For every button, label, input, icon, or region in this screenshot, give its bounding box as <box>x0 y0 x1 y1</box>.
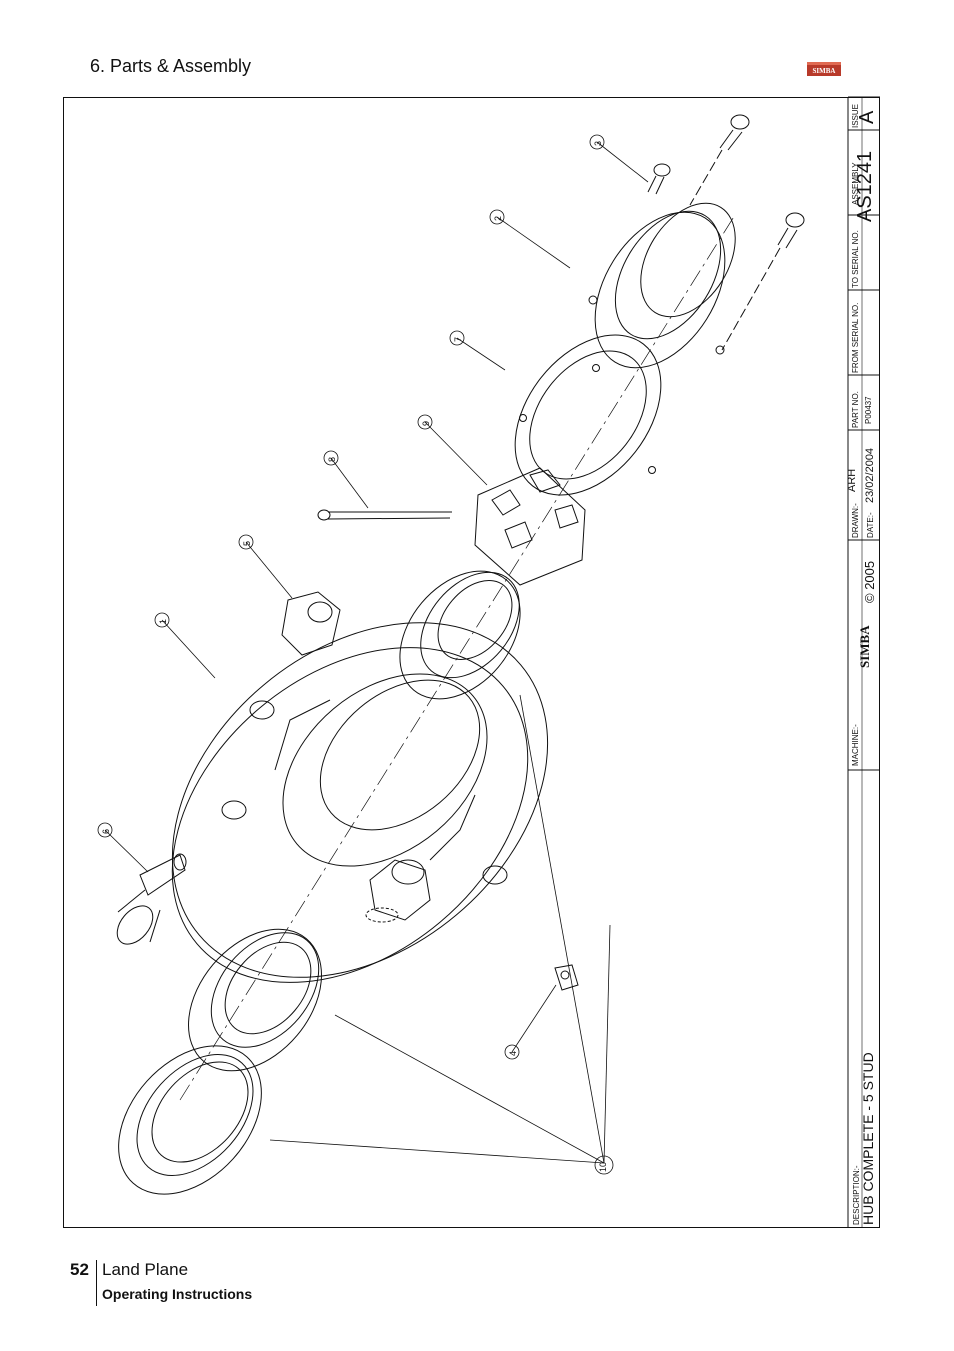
product-name: Land Plane <box>102 1260 189 1279</box>
drawn-label: DRAWN:- <box>851 503 860 538</box>
callout-8: 8 <box>327 456 337 462</box>
date: 23/02/2004 <box>864 447 876 503</box>
copyright: © 2005 <box>862 560 877 603</box>
grease-nipple <box>554 964 579 991</box>
callout-1: 1 <box>158 618 168 624</box>
wheel-stud <box>116 853 187 945</box>
callout-2: 2 <box>493 215 503 221</box>
callout-9: 9 <box>421 420 431 426</box>
split-pin <box>317 509 452 521</box>
drawing-frame <box>63 97 880 1228</box>
stud-fitting <box>365 859 431 923</box>
brand: SIMBA <box>857 625 872 668</box>
bolt-top <box>689 114 750 206</box>
callout-6: 6 <box>101 828 111 834</box>
part-no: P00437 <box>864 396 873 424</box>
gasket <box>514 334 662 496</box>
machine-label: MACHINE:- <box>851 724 860 766</box>
callout-circles <box>97 134 614 1175</box>
seal <box>118 1045 262 1195</box>
simba-logo: SIMBA <box>807 62 841 76</box>
title-block-lines <box>847 96 880 1228</box>
assembly-number: AS1241 <box>854 150 876 222</box>
footer-divider <box>96 1260 97 1306</box>
drawn-by: ARH <box>846 468 858 492</box>
leader-lines <box>104 141 649 1164</box>
hub-cap <box>588 202 736 369</box>
callout-5: 5 <box>242 540 252 546</box>
description: HUB COMPLETE - 5 STUD <box>860 1052 876 1225</box>
hub-flange <box>171 622 549 983</box>
callout-3: 3 <box>593 140 603 146</box>
bolt-3 <box>647 163 671 195</box>
callout-4: 4 <box>508 1050 518 1056</box>
part-no-label: PART NO. <box>851 391 860 428</box>
callout-7: 7 <box>453 336 463 342</box>
footer-subtitle: Operating Instructions <box>102 1286 253 1302</box>
inner-bearing <box>399 570 521 700</box>
castle-nut <box>474 467 586 586</box>
to-serial-label: TO SERIAL NO. <box>851 230 860 288</box>
wheel-nut <box>281 591 341 656</box>
logo-text: SIMBA <box>813 67 836 75</box>
issue: A <box>856 110 878 124</box>
bolt-right <box>721 212 805 351</box>
page-number: 52 <box>70 1260 89 1279</box>
date-label: DATE:- <box>866 512 875 538</box>
center-line <box>179 214 736 1101</box>
outer-bearing <box>188 928 322 1072</box>
callout-10: 10 <box>598 1161 608 1172</box>
from-serial-label: FROM SERIAL NO. <box>851 302 860 373</box>
section-title: 6. Parts & Assembly <box>90 56 252 76</box>
